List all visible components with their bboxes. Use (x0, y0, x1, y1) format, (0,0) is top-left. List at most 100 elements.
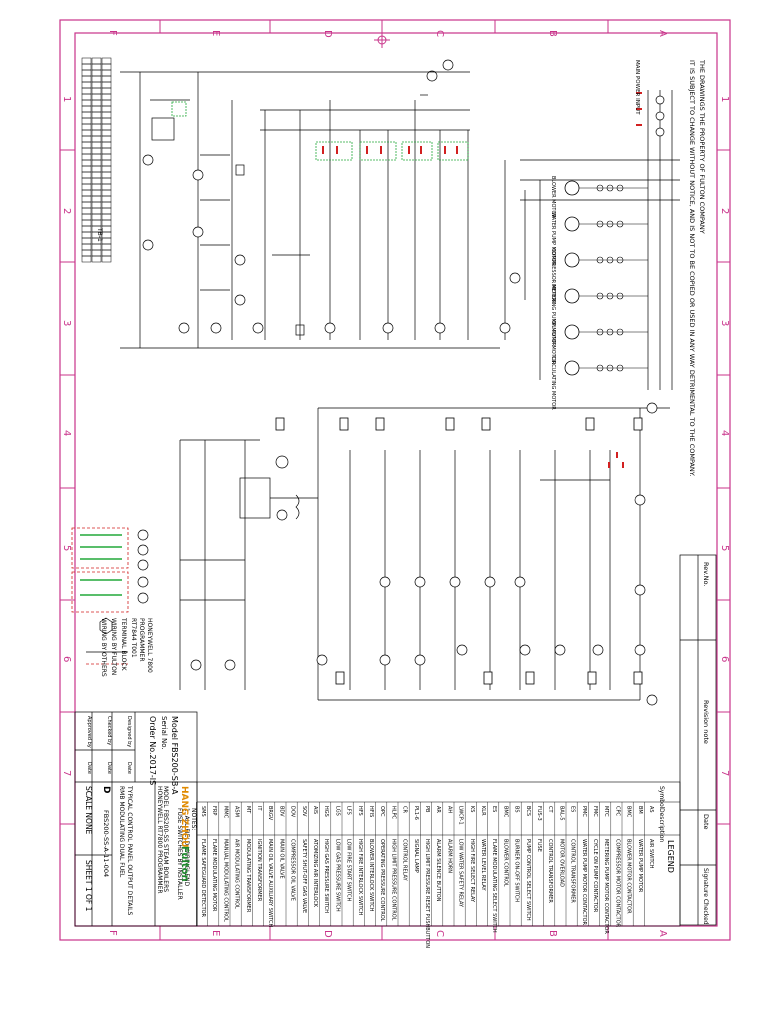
legend-symbol: ES (570, 806, 576, 812)
title-drawing-no: FBS200-SS-A-11-004 (102, 810, 110, 877)
legend-symbol: SOV (301, 806, 307, 817)
title-desc-1: MODEL FBS200-SS STEAM BOILERS (162, 786, 169, 892)
motor-row: OIL PUMP MOTOR (550, 320, 648, 365)
legend-description: LOW GAS PRESSURE SWITCH (334, 839, 340, 912)
legend-symbol: DOV (290, 806, 296, 818)
legend-symbol: AS (648, 806, 654, 813)
title-block (74, 711, 198, 927)
legend-symbol: PMC (581, 806, 587, 817)
key-programmer-line3: RT7844 T001 (130, 618, 137, 658)
legend-description: CYCLE ON PUMP CONTACTOR (592, 839, 598, 913)
svg-text:D: D (322, 930, 333, 938)
legend-symbol: ASM (234, 806, 240, 817)
zone-letter: F (107, 30, 118, 36)
legend-symbol: BMC (502, 806, 508, 818)
legend-symbol: LFS (346, 806, 352, 815)
key-programmer-line2: PROGRAMMER (138, 618, 145, 662)
legend-note-end: LEND (183, 870, 190, 887)
legend-symbol: BMC (626, 806, 632, 818)
motor-row: CIRCULATING MOTOR (550, 356, 648, 410)
title-approved-by: Approved by (86, 716, 92, 748)
motor-icon (564, 216, 580, 232)
legend-description: HIGH LIMIT PRESSURE RESET PUSHBUTTON (424, 839, 430, 948)
title-date-2: Date (106, 762, 112, 774)
legend-symbol: AR (435, 806, 441, 813)
mains-red-marks (636, 92, 642, 126)
zone-numbers-right: 1 2 3 4 5 6 7 (719, 96, 730, 776)
legend-description: BURNER ON-OFF SWITCH (514, 839, 520, 902)
revision-signature-header: Signature Checked (702, 868, 709, 925)
title-designed-by: Designed by (126, 716, 132, 747)
motor-icon (564, 180, 580, 196)
title-order-no: Order No.2017-IS (148, 716, 157, 785)
legend-symbol: BCS (525, 806, 531, 816)
legend-description: WATER PUMP MOTOR CONTACTOR (581, 839, 587, 926)
ownership-notice-line1: THE DRAWINGS THE PROPERTY OF FULTON COMP… (698, 59, 706, 234)
legend-description: MODULATING TRANSFORMER (245, 839, 251, 913)
legend-symbol: AH (446, 806, 452, 813)
legend-description: FUSE (536, 839, 542, 852)
legend-description: PUMP CONTROL SELECT SWITCH (525, 839, 531, 921)
legend-description: WATER LEVEL RELAY (480, 839, 486, 891)
legend-description: METERING PUMP MOTOR CONTACTOR (603, 839, 609, 934)
legend-symbol: BRGV (267, 806, 273, 821)
legend-symbol: PB (424, 806, 430, 813)
svg-text:3: 3 (61, 320, 72, 326)
legend-description: OPERATING PRESSURE CONTROL (379, 839, 385, 922)
legend-symbol: SMS (200, 806, 206, 817)
svg-text:A: A (657, 930, 668, 937)
motor-label: COMPRESSOR MOTOR (550, 248, 556, 304)
zone-letter: C (434, 30, 445, 37)
title-sheet-no: SHEET 1 OF 1 (84, 860, 93, 912)
main-power-label: MAIN POWER INPUT (634, 60, 640, 115)
legend-description: MAIN OIL VALVE (278, 839, 284, 879)
svg-text:5: 5 (61, 545, 72, 551)
upper-green-boxes (171, 101, 469, 161)
legend-symbol: ES (491, 806, 497, 812)
svg-text:3: 3 (719, 320, 730, 326)
legend-symbol: LWCP-1 (458, 806, 464, 825)
legend-description: HIGH LIMIT PRESSURE CONTROL (390, 839, 396, 921)
motor-icon (564, 252, 580, 268)
motor-icon (564, 324, 580, 340)
motor-icon (564, 288, 580, 304)
zone-ticks (60, 20, 730, 940)
legend-description: LOW FIRE START SWITCH (346, 839, 352, 902)
key-programmer-line1: HONEYWELL 7800 (146, 618, 153, 673)
title-date-3: Date (86, 762, 92, 774)
svg-text:4: 4 (61, 430, 72, 436)
legend-title: LEGEND (666, 840, 675, 873)
wiring-key-boxes (71, 527, 149, 665)
legend-symbol: HFIS (368, 806, 374, 817)
upper-ladder-diagram (120, 59, 506, 349)
title-model: Model FBS200-SB-A (170, 716, 179, 795)
legend-symbol: PL1-6 (413, 806, 419, 820)
legend-description: HIGH FIRE SELECT RELAY (469, 839, 475, 903)
legend-symbol: CR (402, 806, 408, 813)
zone-letters-bottom: F E D C B A (107, 930, 668, 938)
legend-description: IGNITION TRANSFORMER (256, 839, 262, 902)
zone-letters-top: F E D C B A (107, 30, 668, 38)
motor-label: BLOWER MOTOR (550, 176, 556, 218)
legend-description: HIGH FIRE INTERLOCK SWITCH (357, 839, 363, 916)
legend-symbol: KLR (480, 806, 486, 816)
motor-row: COMPRESSOR MOTOR (550, 248, 648, 304)
legend-description: BLOWER CONTROL (502, 839, 508, 887)
legend-description: LOW WATER SAFETY RELAY (458, 839, 464, 908)
revision-no-header: Rev.No. (702, 562, 710, 586)
legend-description: ALARM SILENCE BUTTON (435, 839, 441, 902)
legend-description: CONTROL TRANSFORMER (570, 839, 576, 903)
title-date-1: Date (126, 762, 132, 774)
revision-block (679, 554, 717, 926)
legend-description: COMPRESSOR OIL VALVE (290, 839, 296, 901)
revision-date-header: Date (702, 814, 710, 830)
svg-text:1: 1 (719, 96, 730, 102)
legend-description: WATER PUMP MOTOR (637, 839, 643, 893)
svg-text:1: 1 (61, 96, 72, 102)
svg-text:7: 7 (61, 770, 72, 776)
ownership-notice-line2: IT IS SUBJECT TO CHANGE WITHOUT NOTICE, … (688, 60, 696, 477)
terminal-cell (101, 255, 112, 263)
legend-description: ATOMIZING AIR INTERLOCK (312, 839, 318, 908)
